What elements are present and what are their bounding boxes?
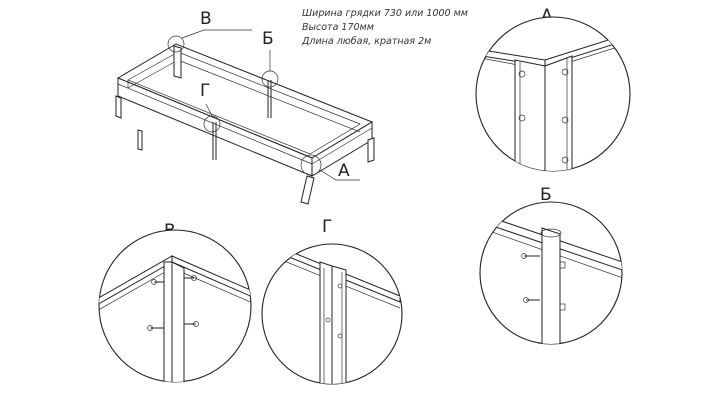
callout-a-label: А (338, 161, 350, 181)
detail-b-label: Б (540, 185, 552, 205)
spec-length: Длина любая, кратная 2м (301, 36, 431, 47)
callout-b-label: Б (262, 29, 274, 49)
callout-markers (167, 29, 360, 181)
detail-g-drawing (262, 244, 401, 384)
callout-v-label: В (200, 9, 212, 29)
spec-width: Ширина грядки 730 или 1000 мм (302, 8, 468, 19)
garden-bed-drawing (115, 43, 375, 205)
spec-height: Высота 170мм (302, 22, 374, 33)
detail-b-drawing (480, 211, 622, 344)
detail-v-drawing (99, 255, 251, 382)
detail-g-label: Г (322, 217, 332, 237)
callout-g-label: Г (200, 81, 210, 101)
